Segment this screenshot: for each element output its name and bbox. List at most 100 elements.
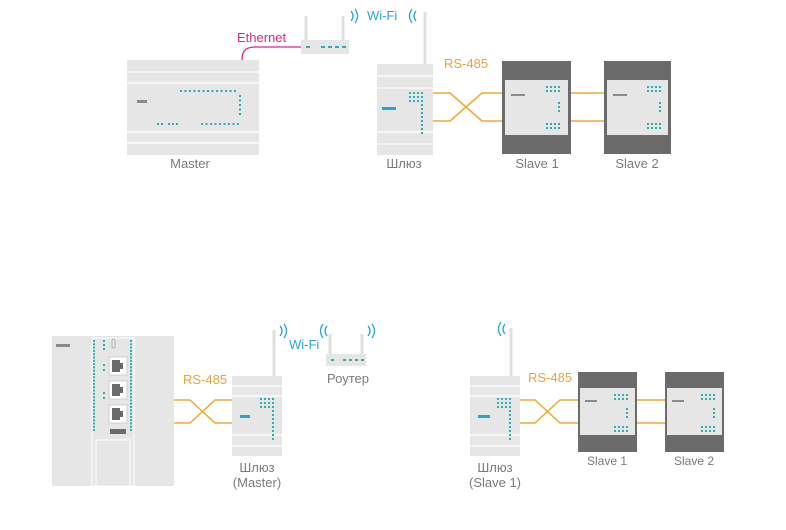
led-indicator [214,123,217,125]
led-indicator [272,410,274,412]
led-indicator [655,123,657,125]
led-indicator [497,402,499,404]
led-indicator [103,344,105,346]
wifi-label-top: Wi-Fi [367,8,397,23]
router-device-top [301,16,349,54]
led-indicator [272,430,274,432]
led-indicator [509,410,511,412]
led-indicator [93,399,95,402]
led-indicator [93,396,95,399]
brand-logo [478,415,490,418]
led-indicator [554,127,556,129]
led-indicator [626,430,628,432]
led-indicator [93,369,95,372]
gateway-label-top: Шлюз [386,156,421,171]
rs485-cable-br [520,399,666,424]
led-indicator [193,90,196,92]
led-indicator [272,426,274,428]
led-indicator [705,430,707,432]
led-indicator [268,406,270,408]
led-indicator [130,366,132,369]
led-indicator [272,422,274,424]
led-indicator [161,123,163,125]
slave1-label-bottom: Slave 1 [587,454,627,468]
master-controller-device [52,336,174,487]
led-indicator [421,120,423,122]
led-indicator [558,123,560,125]
led-indicator [234,90,236,92]
led-indicator [626,426,628,428]
led-indicator [413,96,415,98]
ethernet-port-icon [108,404,128,424]
gateway-slave-label-line2: (Slave 1) [469,475,521,490]
led-indicator [713,394,715,396]
led-indicator [130,382,132,385]
led-indicator [93,363,95,366]
led-indicator [93,429,95,432]
led-indicator [501,402,503,404]
led-indicator [618,430,620,432]
led-indicator [260,406,262,408]
wifi-signal-icon [319,323,328,339]
led-indicator [701,398,703,400]
led-indicator [709,426,711,428]
rs485-label-br: RS-485 [528,370,572,385]
led-indicator [614,394,616,396]
wifi-signal-icon [279,323,288,339]
wifi-signal-icon [350,8,359,24]
ethernet-port-icon [108,380,128,400]
led-indicator [210,123,212,125]
led-indicator [709,398,711,400]
led-indicator [550,123,552,125]
wifi-signal-icon [367,323,376,339]
led-indicator [618,394,620,396]
router-label: Роутер [327,371,369,386]
led-indicator [130,343,132,346]
led-indicator [264,406,266,408]
led-indicator [232,123,235,125]
led-indicator [509,434,511,436]
led-indicator [268,402,270,404]
led-indicator [220,90,223,92]
led-indicator [103,348,105,350]
led-indicator [413,92,415,94]
led-indicator [497,406,499,408]
led-indicator [272,406,274,408]
led-indicator [701,430,703,432]
led-indicator [264,398,266,400]
led-indicator [659,127,661,129]
led-indicator [130,353,132,356]
slave1-device-bottom [578,372,637,452]
led-indicator [225,90,227,92]
led-indicator [705,398,707,400]
led-indicator [558,110,560,112]
led-indicator [647,86,649,88]
led-indicator [421,108,423,110]
led-indicator [497,398,499,400]
led-indicator [93,402,95,405]
led-indicator [237,123,239,125]
led-indicator [626,408,628,410]
led-indicator [647,90,649,92]
led-indicator [239,113,241,115]
led-indicator [622,394,624,396]
led-indicator [651,123,653,125]
led-indicator [713,426,715,428]
led-indicator [713,416,715,418]
led-indicator [205,123,208,125]
rs485-cable-bl [174,399,232,424]
led-indicator [417,100,419,102]
led-indicator [130,409,132,412]
led-indicator [409,92,411,94]
led-indicator [622,430,624,432]
led-indicator [647,123,649,125]
usb-port-icon [110,429,126,434]
led-indicator [659,106,661,108]
led-indicator [184,90,187,92]
led-indicator [509,426,511,428]
brand-logo [240,415,250,418]
gateway-device-master [232,330,282,456]
led-indicator [421,100,423,102]
led-indicator [550,86,552,88]
led-indicator [130,422,132,425]
